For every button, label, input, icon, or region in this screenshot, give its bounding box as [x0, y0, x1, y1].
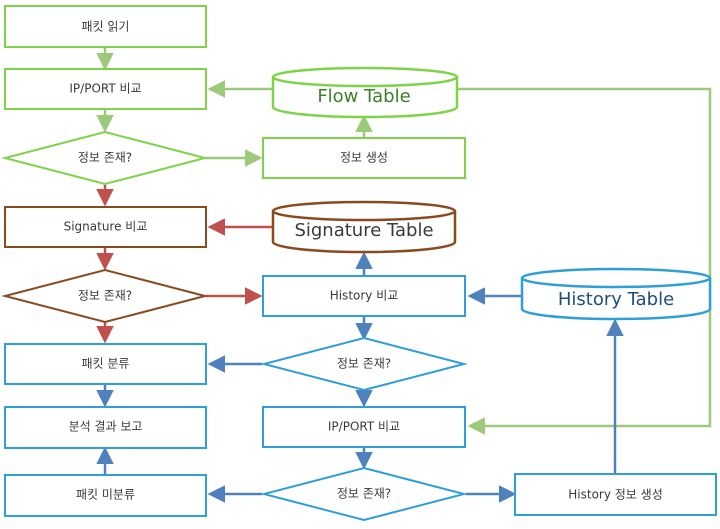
- node-info-exists-2: 정보 존재?: [1, 268, 209, 324]
- node-signature-compare: Signature 비교: [4, 206, 207, 248]
- node-ip-port-compare-1-label: IP/PORT 비교: [69, 82, 141, 96]
- node-create-info: 정보 생성: [262, 137, 466, 179]
- node-read-packet: 패킷 읽기: [4, 5, 207, 48]
- node-history-compare-label: History 비교: [330, 289, 399, 303]
- node-signature-table-label: Signature Table: [294, 220, 433, 241]
- node-create-history: History 정보 생성: [514, 473, 717, 516]
- node-create-info-label: 정보 생성: [340, 151, 388, 165]
- node-info-exists-3-label: 정보 존재?: [337, 357, 391, 371]
- node-flow-table: Flow Table: [271, 66, 459, 119]
- node-history-table: History Table: [520, 267, 712, 321]
- node-history-compare: History 비교: [262, 275, 466, 317]
- node-info-exists-1: 정보 존재?: [1, 130, 209, 186]
- node-ip-port-compare-2-label: IP/PORT 비교: [328, 420, 400, 434]
- node-create-history-label: History 정보 생성: [568, 488, 662, 502]
- node-flow-table-label: Flow Table: [317, 86, 410, 107]
- node-signature-compare-label: Signature 비교: [64, 220, 148, 234]
- node-signature-table: Signature Table: [271, 200, 457, 254]
- node-ip-port-compare-2: IP/PORT 비교: [262, 406, 466, 448]
- node-info-exists-3: 정보 존재?: [260, 336, 468, 392]
- node-report-result: 분석 결과 보고: [4, 406, 207, 449]
- node-info-exists-2-label: 정보 존재?: [78, 289, 132, 303]
- node-info-exists-4: 정보 존재?: [260, 466, 468, 522]
- connectors: [96, 47, 712, 503]
- node-history-table-label: History Table: [558, 289, 674, 310]
- node-packet-classify: 패킷 분류: [4, 343, 207, 385]
- node-info-exists-1-label: 정보 존재?: [78, 151, 132, 165]
- node-unclassified-packet-label: 패킷 미분류: [76, 488, 135, 502]
- arrow-flowtable-to-ipport2: [457, 87, 712, 435]
- node-packet-classify-label: 패킷 분류: [82, 357, 130, 371]
- node-report-result-label: 분석 결과 보고: [69, 420, 143, 434]
- node-ip-port-compare-1: IP/PORT 비교: [4, 68, 207, 110]
- node-unclassified-packet: 패킷 미분류: [4, 474, 207, 517]
- node-info-exists-4-label: 정보 존재?: [337, 487, 391, 501]
- node-read-packet-label: 패킷 읽기: [82, 20, 130, 34]
